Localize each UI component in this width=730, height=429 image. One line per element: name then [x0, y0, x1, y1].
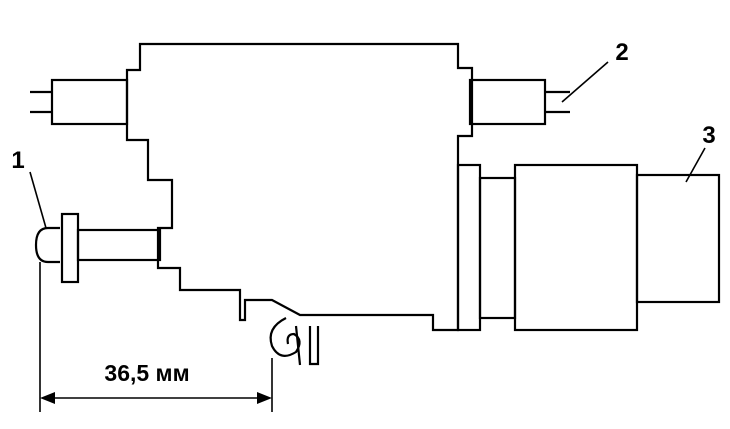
dimension-label: 36,5 мм	[104, 360, 189, 386]
leader-line-1	[29, 171, 47, 229]
dimension-line	[40, 392, 272, 404]
leader-line-2	[561, 61, 609, 103]
right-connector	[468, 78, 570, 126]
plunger	[34, 212, 162, 284]
left-connector	[30, 78, 129, 126]
callout-1: 1	[11, 147, 24, 174]
callout-2: 2	[615, 39, 628, 66]
arrowhead-right-icon	[257, 392, 272, 404]
callout-3: 3	[702, 122, 715, 149]
switch-housing	[125, 42, 474, 332]
leader-line-3	[685, 147, 706, 183]
retaining-clip	[269, 317, 320, 366]
adjuster-body	[456, 163, 721, 332]
arrowhead-left-icon	[40, 392, 55, 404]
